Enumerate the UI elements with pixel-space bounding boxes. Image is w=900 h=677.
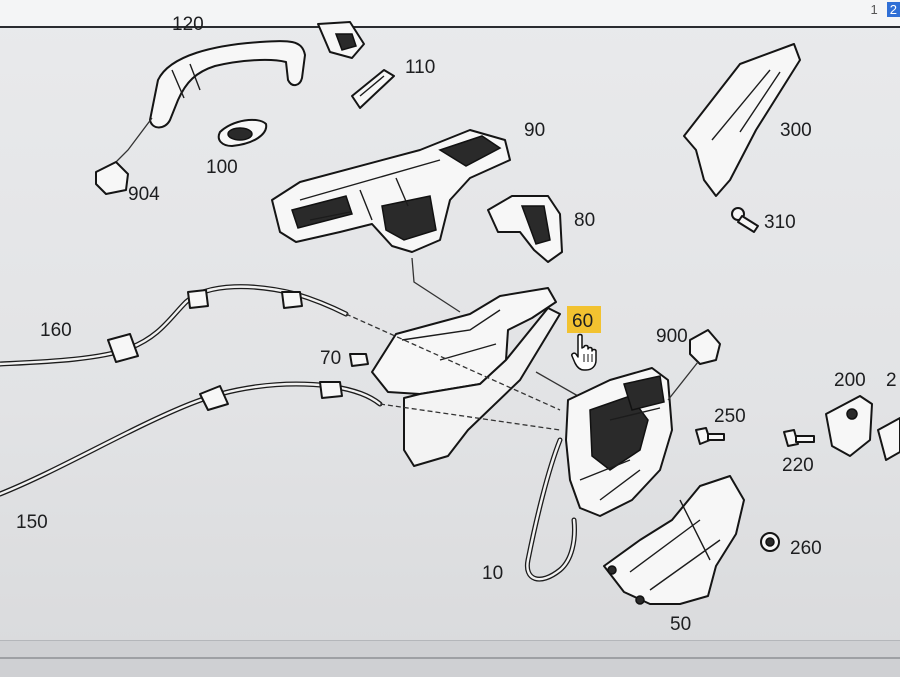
- callout-50[interactable]: 50: [670, 614, 691, 635]
- part-150-cable[interactable]: [0, 381, 383, 497]
- leader-160: [345, 313, 561, 411]
- callout-200[interactable]: 200: [834, 370, 866, 391]
- leader-900: [667, 361, 699, 401]
- part-310-bolt[interactable]: [731, 207, 759, 233]
- callout-904[interactable]: 904: [128, 184, 160, 205]
- page-link-2[interactable]: 2: [886, 2, 900, 17]
- callout-260[interactable]: 260: [790, 538, 822, 559]
- part-160-cable[interactable]: [0, 284, 349, 367]
- callout-60-highlight: [567, 306, 601, 333]
- part-110-gasket[interactable]: [351, 69, 395, 109]
- callout-220[interactable]: 220: [782, 455, 814, 476]
- callout-250[interactable]: 250: [714, 406, 746, 427]
- part-300-bracket[interactable]: [683, 43, 801, 197]
- part-80-cover[interactable]: [487, 195, 563, 263]
- part-60-inner-lever[interactable]: [371, 287, 561, 467]
- part-70-screw[interactable]: [349, 353, 369, 367]
- part-904-clip[interactable]: [95, 161, 129, 195]
- callout-10[interactable]: 10: [482, 563, 503, 584]
- callout-900[interactable]: 900: [656, 326, 688, 347]
- callout-300[interactable]: 300: [780, 120, 812, 141]
- part-220-bolt[interactable]: [783, 429, 815, 447]
- bottom-divider: [0, 657, 900, 659]
- leader-60: [535, 371, 579, 397]
- leader-150: [379, 403, 561, 431]
- callout-2[interactable]: 2: [886, 370, 897, 391]
- pagination: 1 2: [868, 2, 900, 17]
- viewer-toolbar: 1 2: [0, 0, 900, 28]
- leader-120: [111, 117, 153, 167]
- page-link-1[interactable]: 1: [870, 2, 878, 17]
- part-900-connector[interactable]: [689, 329, 721, 365]
- callout-90[interactable]: 90: [524, 120, 545, 141]
- callout-150[interactable]: 150: [16, 512, 48, 533]
- leader-90-60: [411, 257, 461, 313]
- part-200-striker[interactable]: [825, 395, 900, 461]
- callout-60[interactable]: 60: [572, 311, 593, 332]
- part-50-bracket[interactable]: [603, 475, 745, 605]
- part-10-door-lock[interactable]: [524, 367, 673, 582]
- part-120-door-handle[interactable]: [149, 21, 365, 129]
- part-250-bolt[interactable]: [695, 427, 725, 445]
- callout-160[interactable]: 160: [40, 320, 72, 341]
- callout-120[interactable]: 120: [172, 14, 204, 35]
- callout-70[interactable]: 70: [320, 348, 341, 369]
- bottom-strip: [0, 640, 900, 677]
- callout-110[interactable]: 110: [405, 57, 435, 78]
- part-260-bolt[interactable]: [760, 532, 780, 552]
- part-100-cap[interactable]: [217, 118, 268, 147]
- part-90-handle-carrier[interactable]: [271, 129, 511, 253]
- hand-pointer-icon: [571, 333, 597, 371]
- callout-100[interactable]: 100: [206, 157, 238, 178]
- callout-80[interactable]: 80: [574, 210, 595, 231]
- callout-310[interactable]: 310: [764, 212, 796, 233]
